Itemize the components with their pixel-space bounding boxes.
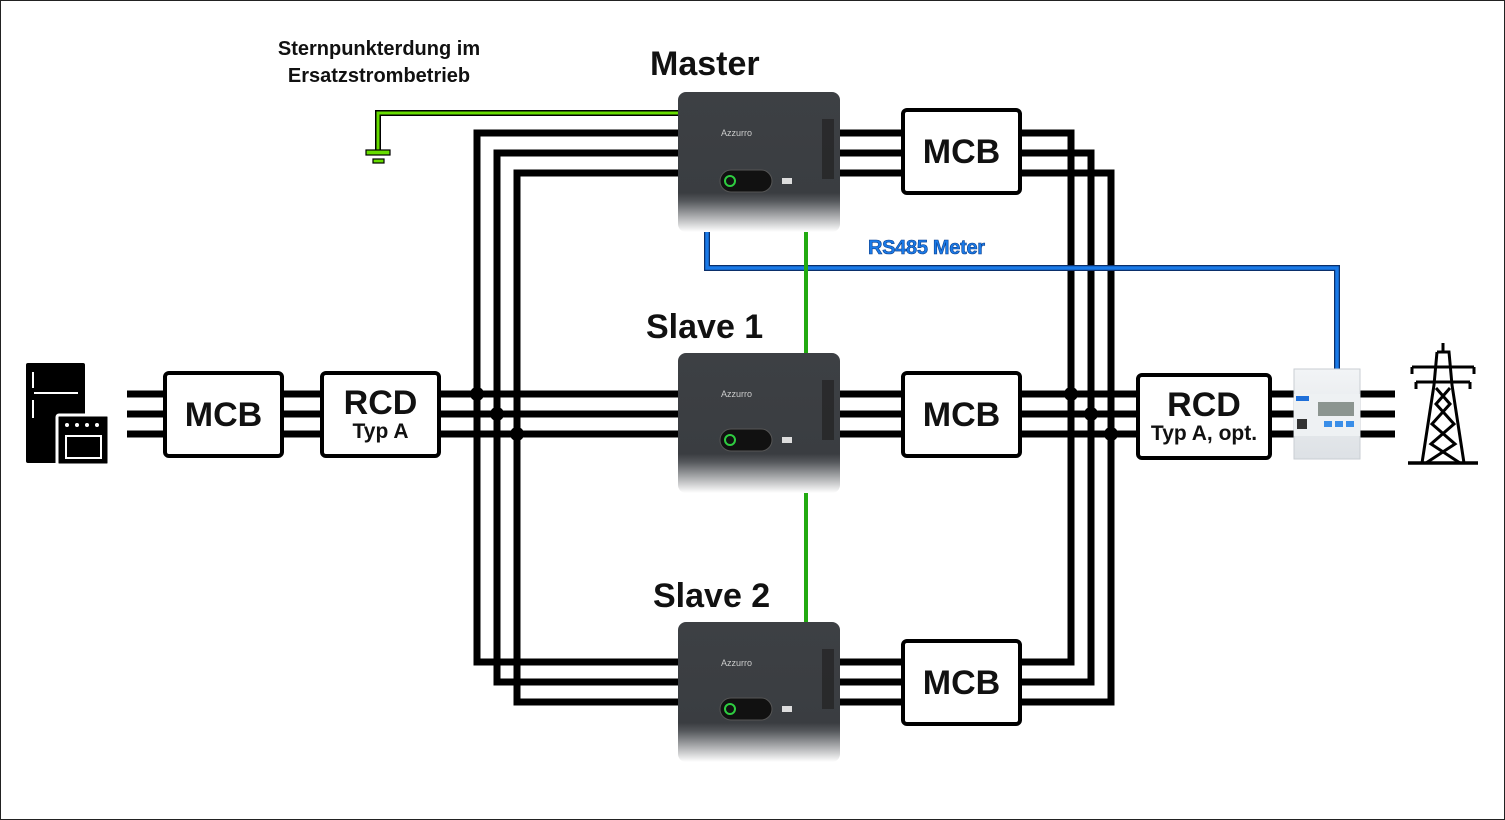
master-to-mcb-lines <box>835 129 905 177</box>
left-mcb-label: MCB <box>184 395 263 434</box>
junction-dot <box>1104 427 1118 441</box>
mcb-master-box: MCB <box>901 108 1022 195</box>
mcb-slave1-label: MCB <box>922 395 1001 434</box>
junction-dot <box>490 407 504 421</box>
appliances-icon <box>26 363 111 467</box>
inverter-master-icon: Azzurro <box>678 92 840 232</box>
right-rcd-label: RCD <box>1167 385 1241 424</box>
rs485-label: RS485 Meter <box>868 237 986 260</box>
slave2-label: Slave 2 <box>653 577 771 615</box>
junction-dots <box>470 387 1118 441</box>
ground-symbol-icon <box>365 149 391 156</box>
junction-dot <box>1064 387 1078 401</box>
inverter-slave1-icon: Azzurro <box>678 353 840 493</box>
master-label: Master <box>650 45 760 83</box>
ground-wire <box>365 110 680 164</box>
ground-note: Sternpunkterdung im Ersatzstrombetrieb <box>252 36 506 90</box>
ground-note-line1: Sternpunkterdung im <box>277 38 481 60</box>
power-pylon-icon <box>1408 343 1478 465</box>
right-rcd-box: RCD Typ A, opt. <box>1136 373 1272 460</box>
ground-note-line2: Ersatzstrombetrieb <box>287 65 471 87</box>
junction-dot <box>510 427 524 441</box>
slave2-to-mcb-lines <box>835 658 905 706</box>
svg-text:Azzurro: Azzurro <box>721 658 752 668</box>
energy-meter-icon <box>1293 368 1361 460</box>
rs485-line <box>704 205 1340 372</box>
junction-dot <box>470 387 484 401</box>
mcb-master-label: MCB <box>922 132 1001 171</box>
mcb-slave2-box: MCB <box>901 639 1022 726</box>
slave1-label: Slave 1 <box>646 308 764 346</box>
right-rcd-sub-label: Typ A, opt. <box>1150 421 1258 445</box>
left-rcd-box: RCD Typ A <box>320 371 441 458</box>
left-rcd-label: RCD <box>343 383 418 422</box>
svg-text:Azzurro: Azzurro <box>721 389 752 399</box>
svg-text:Azzurro: Azzurro <box>721 128 752 138</box>
left-mcb-box: MCB <box>163 371 284 458</box>
junction-dot <box>1084 407 1098 421</box>
mcb-slave1-box: MCB <box>901 371 1022 458</box>
mcb-slave2-label: MCB <box>922 663 1001 702</box>
left-rcd-sub-label: Typ A <box>352 419 409 443</box>
inverter-slave2-icon: Azzurro <box>678 622 840 762</box>
